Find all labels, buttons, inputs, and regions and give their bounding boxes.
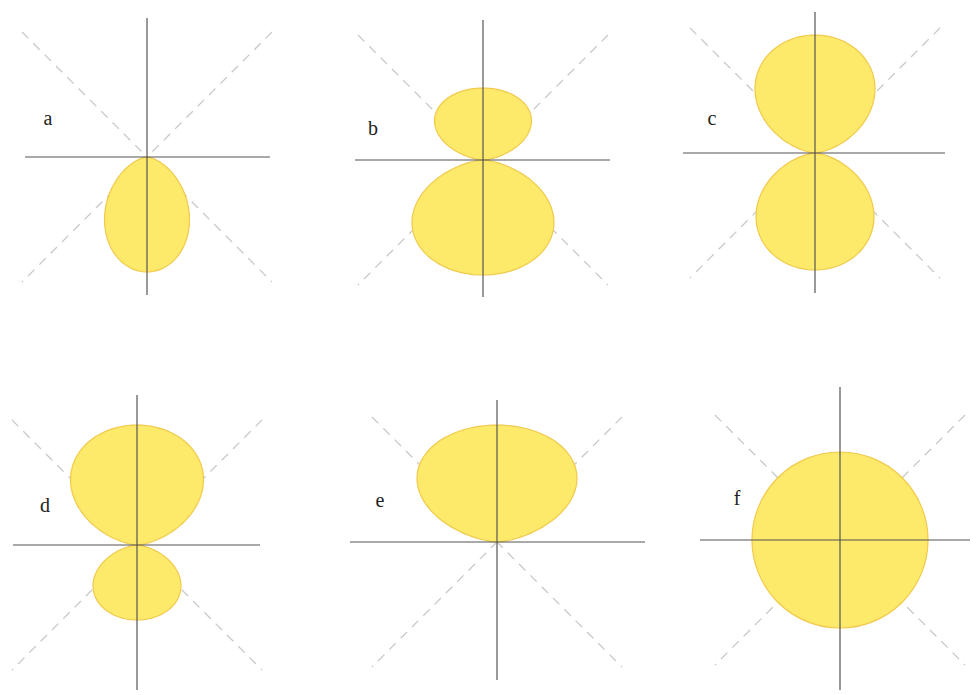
vertical-axis — [839, 387, 840, 690]
vertical-axis — [146, 18, 147, 295]
panel-letter: e — [376, 490, 385, 510]
vertical-axis — [482, 20, 483, 297]
horizontal-axis — [683, 152, 945, 153]
panel-letter: c — [708, 108, 717, 128]
orbital-panel — [22, 18, 272, 295]
orbital-panel — [355, 20, 610, 297]
orbital-panel — [350, 400, 645, 680]
panel-letter: b — [368, 118, 378, 138]
vertical-axis — [814, 12, 815, 293]
panel-letter: a — [44, 108, 53, 128]
orbital-panel — [683, 12, 945, 293]
vertical-axis — [496, 400, 497, 680]
panel-letter: f — [734, 488, 741, 508]
horizontal-axis — [700, 539, 970, 540]
orbital-panel — [700, 387, 970, 690]
vertical-axis — [136, 395, 137, 690]
panel-letter: d — [40, 495, 50, 515]
orbital-panel — [12, 395, 262, 690]
